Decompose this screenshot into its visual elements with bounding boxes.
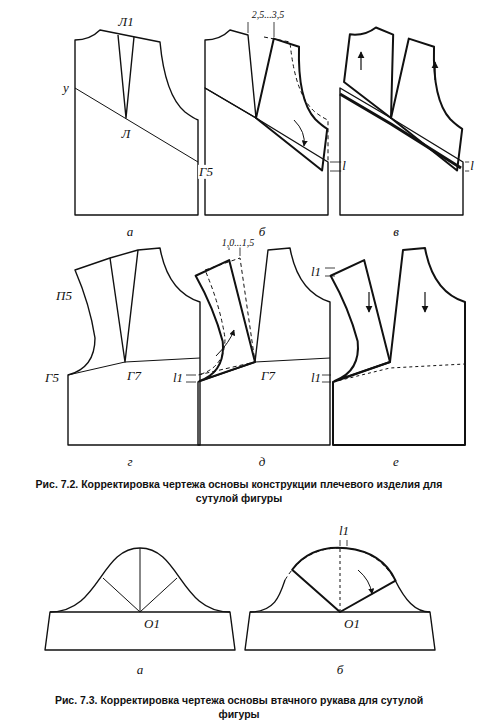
- panel-letter: д: [258, 455, 267, 469]
- point-label: Г7: [260, 369, 276, 383]
- dimension: l1: [172, 371, 184, 385]
- panel-letter: б: [336, 663, 345, 677]
- panel-letter: в: [392, 225, 400, 239]
- point-label: П5: [55, 289, 73, 303]
- point-label: Л1: [117, 15, 134, 29]
- panel-letter: г: [126, 455, 133, 469]
- dimension: l: [341, 159, 347, 173]
- point-label: y: [62, 81, 70, 95]
- panel-letter: е: [392, 455, 400, 469]
- dimension: 2,5...3,5: [251, 9, 286, 20]
- dimension: l1: [310, 265, 322, 279]
- point-label: Г7: [126, 369, 142, 383]
- dimension: l1: [338, 524, 350, 538]
- panel-letter: а: [136, 663, 145, 677]
- caption: Рис. 7.3. Корректировка чертежа основы в…: [34, 694, 444, 721]
- caption: Рис. 7.2. Корректировка чертежа основы к…: [34, 478, 444, 505]
- dimension: l1: [310, 371, 322, 385]
- point-label: Л: [121, 127, 132, 141]
- point-label: О1: [343, 617, 361, 631]
- point-label: Г5: [198, 165, 214, 179]
- dimension: l: [469, 159, 475, 173]
- panel-letter: б: [258, 225, 267, 239]
- dimension: 1,0...1,5: [221, 237, 256, 248]
- panel-letter: а: [126, 225, 135, 239]
- point-label: О1: [143, 617, 161, 631]
- point-label: Г5: [44, 371, 60, 385]
